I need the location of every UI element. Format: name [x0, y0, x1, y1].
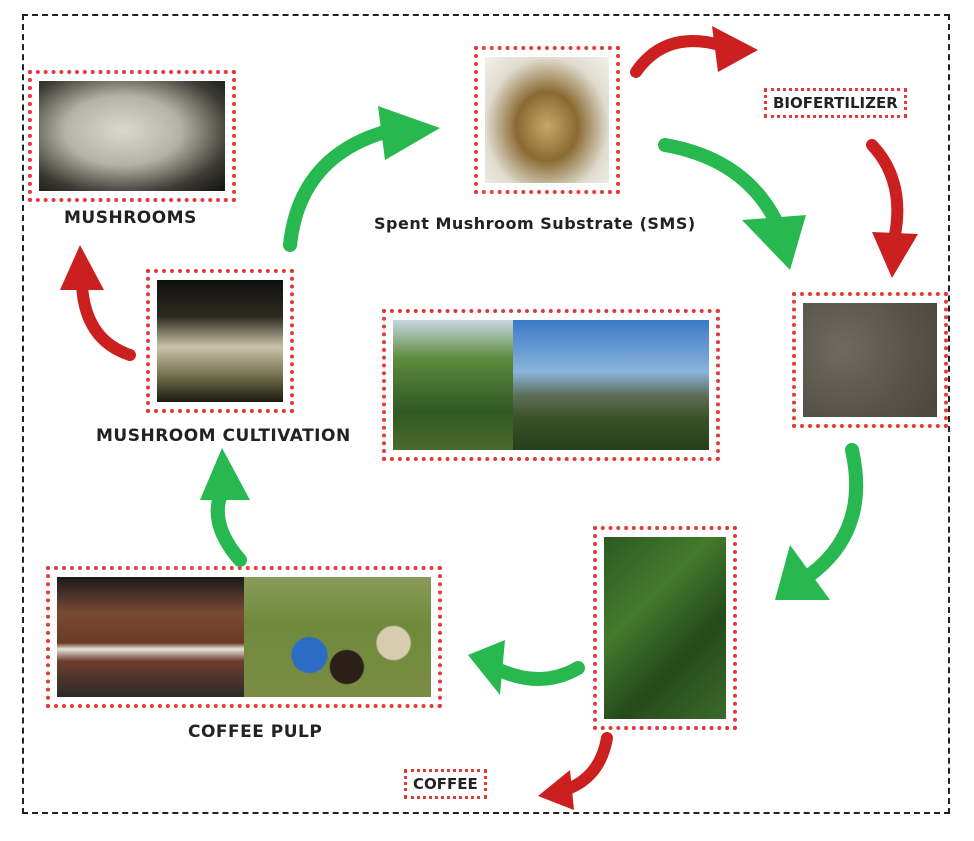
arrow-soil-to-coffee-plant — [775, 443, 864, 600]
arrow-biofertilizer-to-soil — [866, 139, 918, 278]
arrow-sms-to-biofertilizer — [630, 26, 758, 78]
coffee-pulp-photo — [46, 566, 442, 708]
label-mushroom-cultivation: MUSHROOM CULTIVATION — [96, 426, 351, 446]
arrow-sms-to-soil — [658, 138, 806, 270]
diagram-frame — [22, 14, 950, 814]
arrow-pulp-to-cultivation — [200, 448, 250, 567]
arrow-cultivation-to-mushrooms — [60, 245, 136, 361]
soil-photo — [792, 292, 948, 428]
arrow-cultivation-to-sms — [283, 106, 440, 252]
coffee-plant-photo — [593, 526, 737, 730]
label-mushrooms: MUSHROOMS — [64, 208, 197, 228]
mushrooms-photo — [28, 70, 236, 202]
mushroom-cultivation-photo — [146, 269, 294, 413]
label-coffee: COFFEE — [404, 769, 487, 799]
coffee-landscape-photo — [382, 309, 720, 461]
arrow-coffee-plant-to-pulp — [468, 640, 585, 695]
label-sms: Spent Mushroom Substrate (SMS) — [374, 214, 696, 233]
sms-photo — [474, 46, 620, 194]
label-coffee-pulp: COFFEE PULP — [188, 722, 323, 742]
label-biofertilizer: BIOFERTILIZER — [764, 88, 907, 118]
arrow-coffee-plant-to-coffee — [538, 732, 613, 810]
